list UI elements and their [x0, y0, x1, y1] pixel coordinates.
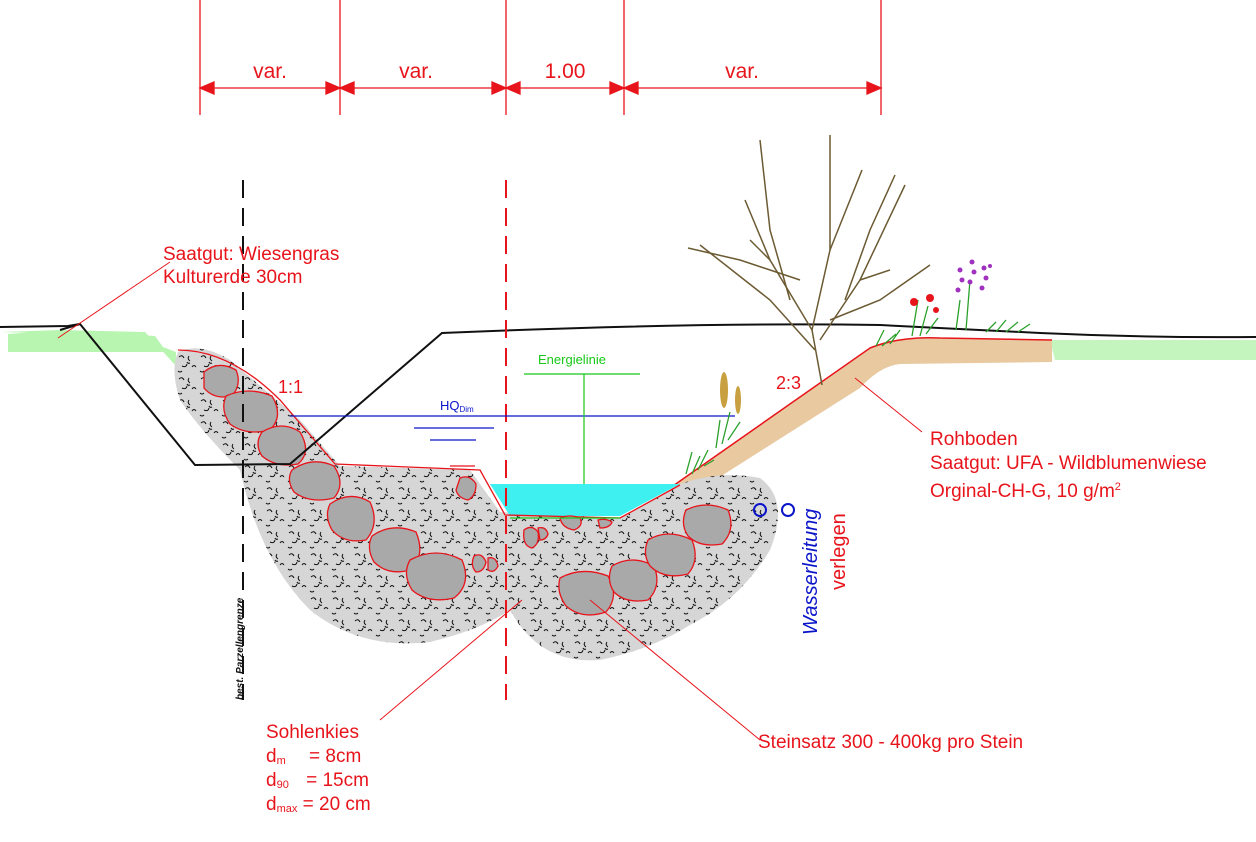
dimension-line — [198, 0, 883, 115]
water-pipe-label: Wasserleitung — [800, 508, 822, 635]
pipe-1 — [753, 503, 767, 517]
dimension-label-4: var. — [725, 60, 759, 83]
grass-tufts-icon — [685, 279, 1031, 475]
dimension-label-1: var. — [253, 60, 287, 83]
flower-icons — [910, 294, 939, 313]
hq-label: HQDim — [440, 398, 474, 414]
lay-label: verlegen — [828, 513, 850, 590]
sohlenkies-label: Sohlenkies — [266, 722, 359, 743]
dm-row: dm = 8cm — [266, 746, 362, 767]
rohboden-layer — [670, 337, 1052, 488]
shrub-icon — [687, 135, 931, 386]
dmax-row: dmax = 20 cm — [266, 794, 371, 815]
rohboden-label: Rohboden — [930, 429, 1018, 450]
rohboden-edge — [669, 336, 1053, 489]
bank-line-left — [177, 349, 681, 519]
grass-right — [1050, 340, 1256, 360]
slope-left-label: 1:1 — [278, 377, 304, 397]
energy-line-label: Energielinie — [538, 352, 606, 367]
dimension-label-2: var. — [399, 60, 433, 83]
dimension-label-3: 1.00 — [544, 60, 586, 83]
lavender-icons — [955, 259, 992, 293]
steinsatz-label: Steinsatz 300 - 400kg pro Stein — [758, 732, 1024, 753]
seed-left-line-2: Kulturerde 30cm — [163, 267, 303, 288]
grass-left-band — [8, 330, 176, 365]
reed-icons — [720, 372, 741, 414]
seed-left-line-1: Saatgut: Wiesengras — [163, 244, 340, 265]
parcel-boundary-label: best. Parzellengrenze — [235, 597, 246, 700]
pipe-2 — [781, 503, 795, 517]
stones — [203, 364, 732, 616]
leader-lines — [57, 261, 923, 741]
water-body — [490, 484, 680, 516]
seed-right-line-2: Orginal-CH-G, 10 g/m2 — [930, 481, 1121, 502]
d90-row: d90 = 15cm — [266, 770, 369, 791]
seed-right-line-1: Saatgut: UFA - Wildblumenwiese — [930, 453, 1207, 474]
slope-right-label: 2:3 — [776, 373, 802, 393]
